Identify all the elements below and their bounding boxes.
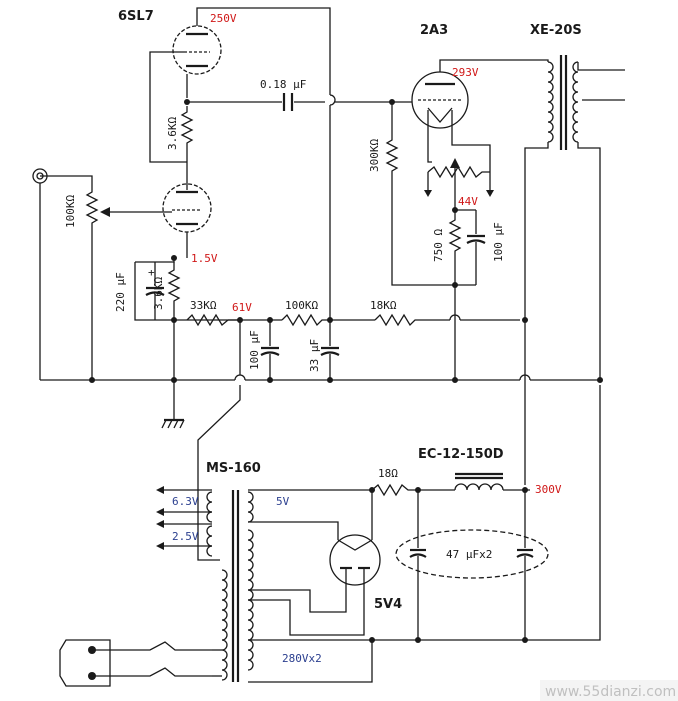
hum-balance-pot[interactable] bbox=[427, 165, 490, 179]
label-xe-20s: XE-20S bbox=[530, 23, 582, 38]
label-100uf-b: 100 μF bbox=[492, 222, 505, 262]
voltage-61v: 61V bbox=[232, 301, 252, 314]
label-300k: 300KΩ bbox=[368, 139, 381, 172]
output-transformer bbox=[547, 55, 579, 150]
watermark: www.55dianzi.com bbox=[545, 684, 676, 700]
label-ms-160: MS-160 bbox=[206, 461, 261, 476]
label-0-18uf: 0.18 μF bbox=[260, 78, 306, 91]
tube-6sl7-upper bbox=[172, 25, 222, 75]
label-220uf: 220 μF bbox=[114, 272, 127, 312]
power-transformer bbox=[206, 490, 254, 682]
wire-b-plus-top bbox=[196, 7, 331, 95]
label-18: 18Ω bbox=[378, 467, 398, 480]
label-6-3v: 6.3V bbox=[172, 495, 199, 508]
resistor-300k bbox=[385, 102, 455, 286]
tube-2a3 bbox=[411, 71, 469, 129]
resistor-18k bbox=[374, 313, 450, 327]
resistor-750 bbox=[448, 210, 462, 285]
capacitor-100uf-b bbox=[455, 210, 486, 286]
wire-crossover bbox=[329, 94, 336, 106]
resistor-100k bbox=[281, 313, 375, 327]
label-100k: 100KΩ bbox=[285, 299, 318, 312]
resistor-33k bbox=[186, 313, 229, 327]
cap-group-ellipse bbox=[395, 529, 549, 579]
label-33k: 33KΩ bbox=[190, 299, 217, 312]
resistor-3-6k-top bbox=[180, 106, 194, 182]
ac-inlet[interactable] bbox=[59, 639, 111, 687]
potentiometer-100k[interactable] bbox=[40, 175, 99, 380]
label-47uf-x2: 47 μFx2 bbox=[446, 548, 492, 561]
label-2a3: 2A3 bbox=[420, 23, 448, 38]
capacitor-220uf: + bbox=[145, 262, 165, 320]
wire-grid-loop bbox=[149, 51, 187, 163]
label-5v4: 5V4 bbox=[374, 597, 402, 612]
label-2-5v: 2.5V bbox=[172, 530, 199, 543]
label-ec-12-150d: EC-12-150D bbox=[418, 447, 504, 462]
capacitor-0-18uf bbox=[282, 93, 294, 111]
label-33uf: 33 μF bbox=[308, 339, 321, 372]
resistor-18 bbox=[371, 483, 455, 497]
svg-text:+: + bbox=[148, 266, 155, 279]
label-100k-pot: 100KΩ bbox=[64, 195, 77, 228]
label-750: 750 Ω bbox=[432, 229, 445, 262]
voltage-250v: 250V bbox=[210, 12, 237, 25]
choke-inductor bbox=[454, 472, 504, 491]
voltage-44v: 44V bbox=[458, 195, 478, 208]
wire-2a3-plate bbox=[439, 59, 520, 72]
resistor-3-6k-cathode bbox=[167, 262, 181, 380]
label-100uf-a: 100 μF bbox=[248, 330, 261, 370]
voltage-293v: 293V bbox=[452, 66, 479, 79]
tube-6sl7-lower bbox=[162, 183, 212, 233]
label-18k: 18KΩ bbox=[370, 299, 397, 312]
ground-symbol bbox=[161, 380, 185, 429]
capacitor-33uf bbox=[320, 320, 340, 380]
tube-5v4 bbox=[329, 534, 381, 586]
label-280vx2: 280Vx2 bbox=[282, 652, 322, 665]
label-6sl7: 6SL7 bbox=[118, 9, 154, 24]
label-5v: 5V bbox=[276, 495, 290, 508]
label-3-6k-top: 3.6KΩ bbox=[166, 117, 179, 150]
voltage-1-5v: 1.5V bbox=[191, 252, 218, 265]
voltage-300v: 300V bbox=[535, 483, 562, 496]
capacitor-100uf-a bbox=[260, 320, 280, 380]
